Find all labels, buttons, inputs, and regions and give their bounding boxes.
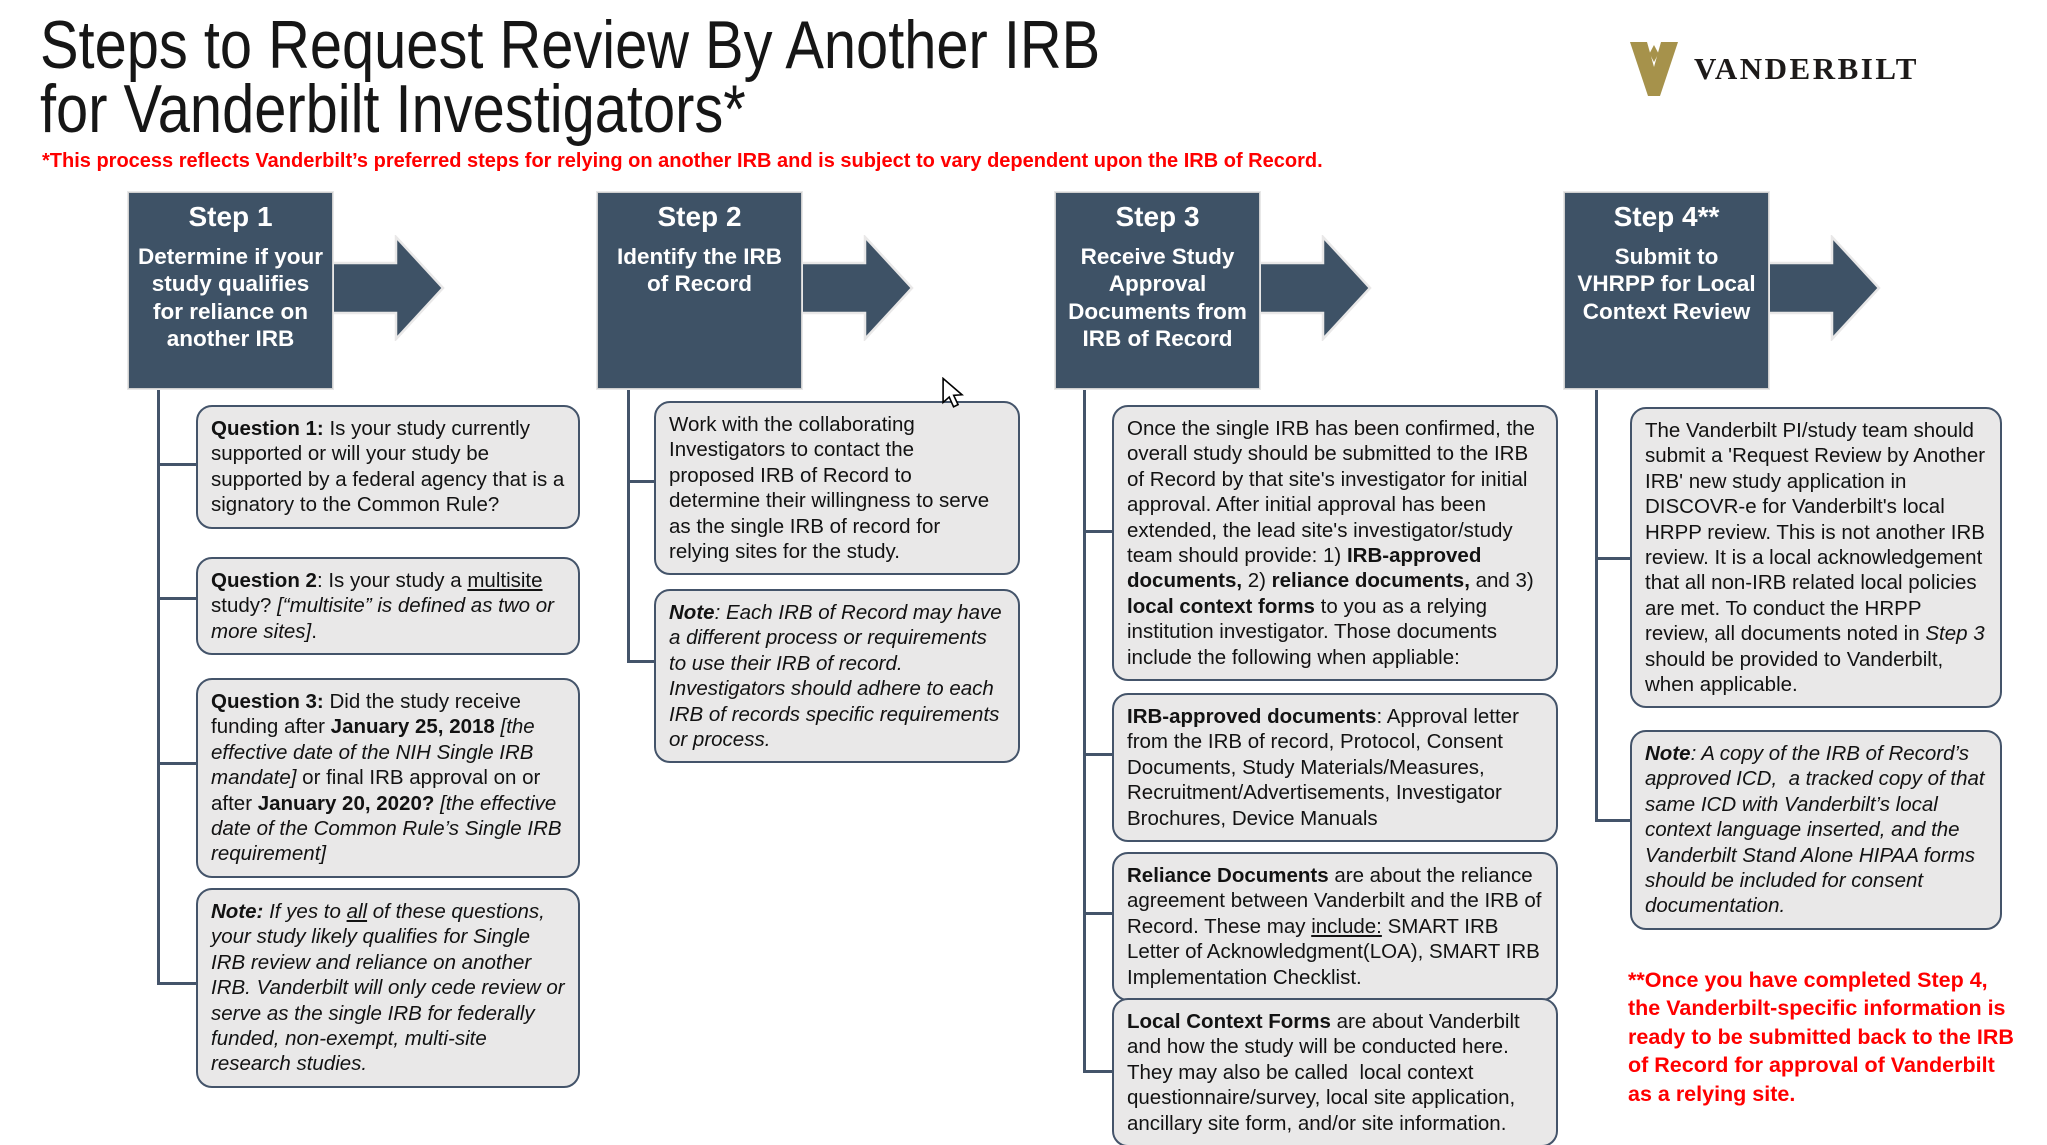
- step-3-irb-approved-documents-box: IRB-approved documents: Approval letter …: [1112, 693, 1558, 843]
- step-3-label: Step 3: [1115, 201, 1200, 232]
- step-1-question-2-box: Question 2: Is your study a multisite st…: [196, 557, 580, 656]
- connector-line: [1595, 557, 1630, 560]
- step-2-note-box: Note: Each IRB of Record may have a diff…: [654, 589, 1020, 764]
- step-2-title: Identify the IRB of Record: [616, 244, 782, 297]
- disclaimer-text: *This process reflects Vanderbilt’s pref…: [42, 150, 1323, 172]
- footnote-text: **Once you have completed Step 4, the Va…: [1628, 968, 2014, 1106]
- connector-line: [1083, 912, 1112, 915]
- step-2-header: Step 2 Identify the IRB of Record: [597, 192, 802, 389]
- step-4-arrow-icon: [1766, 235, 1881, 341]
- connector-line: [1083, 530, 1112, 533]
- v-oak-leaf-icon: [1630, 42, 1678, 96]
- step-4-label: Step 4**: [1613, 201, 1720, 232]
- connector-line: [1083, 389, 1086, 1073]
- page-title-line2: for Vanderbilt Investigators*: [40, 70, 746, 147]
- connector-line: [1595, 389, 1598, 822]
- page-title: Steps to Request Review By Another IRB f…: [40, 7, 1101, 147]
- connector-line: [157, 762, 196, 765]
- step-3-instruction-box: Once the single IRB has been confirmed, …: [1112, 405, 1558, 682]
- mouse-cursor-icon: [942, 377, 964, 408]
- connector-line: [157, 982, 196, 985]
- step-3-local-context-forms-box: Local Context Forms are about Vanderbilt…: [1112, 998, 1558, 1145]
- connector-line: [157, 463, 196, 466]
- step-3-header: Step 3 Receive Study Approval Documents …: [1055, 192, 1260, 389]
- step-1-label: Step 1: [188, 201, 273, 232]
- step-2-instruction-box: Work with the collaborating Investigator…: [654, 401, 1020, 576]
- step-4-note-box: Note: A copy of the IRB of Record’s appr…: [1630, 730, 2002, 930]
- connector-line: [1083, 1070, 1112, 1073]
- step-1-question-3-box: Question 3: Did the study receive fundin…: [196, 678, 580, 878]
- connector-line: [1595, 819, 1630, 822]
- vanderbilt-logo: VANDERBILT: [1628, 40, 1919, 98]
- connector-line: [627, 660, 654, 663]
- step-1-header: Step 1 Determine if your study qualifies…: [128, 192, 333, 389]
- connector-line: [1083, 753, 1112, 756]
- step-1-question-1-box: Question 1: Is your study currently supp…: [196, 405, 580, 529]
- step-4-instruction-box: The Vanderbilt PI/study team should subm…: [1630, 407, 2002, 709]
- connector-line: [157, 389, 160, 984]
- step-2-arrow-icon: [799, 235, 914, 341]
- step-3-reliance-documents-box: Reliance Documents are about the relianc…: [1112, 852, 1558, 1002]
- connector-line: [627, 389, 630, 661]
- step-2-label: Step 2: [657, 201, 742, 232]
- step-4-header: Step 4** Submit to VHRPP for Local Conte…: [1564, 192, 1769, 389]
- step-3-arrow-icon: [1257, 235, 1372, 341]
- logo-wordmark: VANDERBILT: [1694, 51, 1919, 86]
- step-1-title: Determine if your study qualifies for re…: [137, 244, 324, 352]
- step-1-note-box: Note: If yes to all of these questions, …: [196, 888, 580, 1088]
- page-title-line1: Steps to Request Review By Another IRB: [40, 7, 1101, 83]
- step-1-arrow-icon: [330, 235, 445, 341]
- connector-line: [157, 597, 196, 600]
- connector-line: [627, 480, 654, 483]
- step-4-title: Submit to VHRPP for Local Context Review: [1577, 244, 1756, 324]
- step-3-title: Receive Study Approval Documents from IR…: [1068, 244, 1247, 352]
